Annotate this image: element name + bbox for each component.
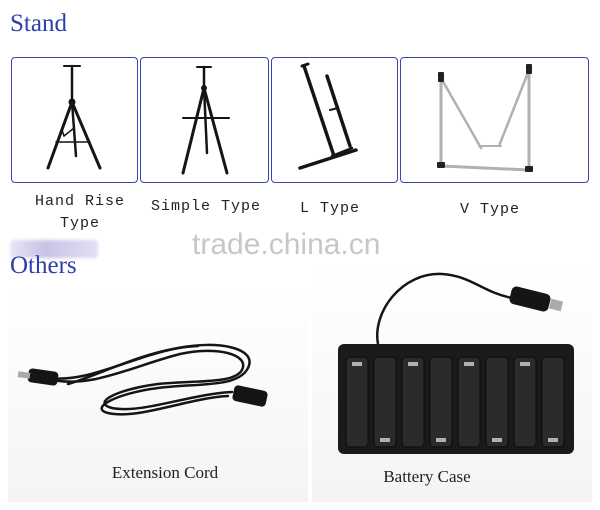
stand-item-l-type-image	[271, 57, 398, 183]
others-heading: Others	[10, 252, 77, 279]
watermark-text: trade.china.cn	[192, 228, 381, 261]
stand-item-simple-image	[140, 57, 269, 183]
stand-caption-v-type: V Type	[459, 201, 520, 218]
stand-heading: Stand	[10, 10, 67, 37]
extension-cord-panel	[8, 288, 308, 502]
stand-caption-simple: Simple Type	[150, 198, 262, 215]
caption-extension-cord: Extension Cord	[111, 463, 219, 482]
blurred-logo	[10, 240, 98, 258]
stand-caption-l-type: L Type	[299, 200, 360, 217]
stand-item-hand-rise-image	[11, 57, 138, 183]
stand-caption-hand-rise: Hand Rise Type	[34, 193, 125, 232]
battery-case-panel	[312, 262, 592, 502]
l-stand-icon	[298, 62, 358, 170]
battery-case-icon	[338, 272, 574, 454]
stand-item-v-type-image	[400, 57, 589, 183]
tripod-simple-icon	[181, 65, 230, 175]
v-stand-icon	[437, 64, 533, 172]
caption-battery-case: Battery Case	[383, 467, 471, 486]
extension-cord-icon	[17, 343, 268, 416]
tripod-hand-rise-icon	[46, 64, 102, 170]
